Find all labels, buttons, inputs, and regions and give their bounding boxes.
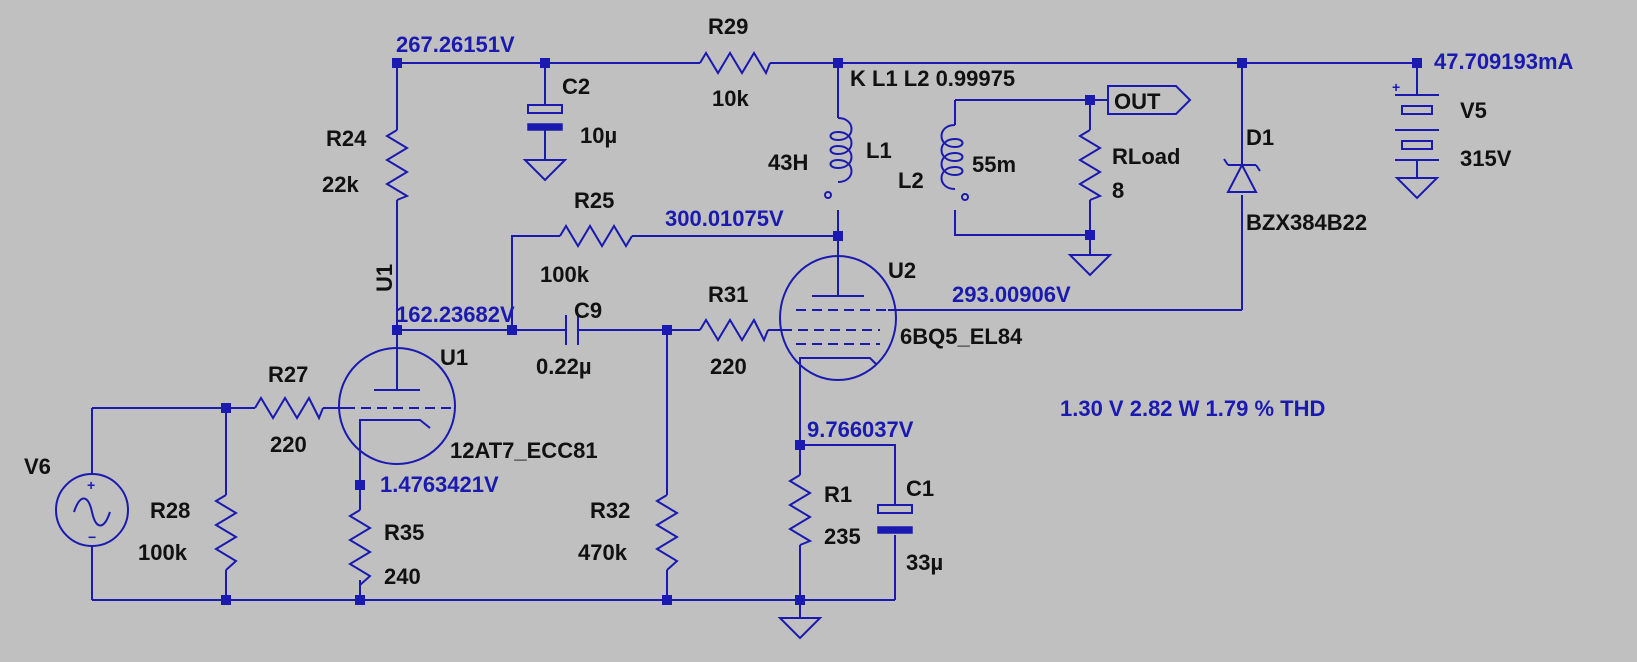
svg-text:+: + [87,477,95,493]
net-u2-screen-voltage: 293.00906V [952,282,1071,307]
u2-value: 6BQ5_EL84 [900,324,1023,349]
voltage-source-v6-symbol: + − [55,473,129,547]
r31-value: 220 [710,354,747,379]
resistor-rload-symbol [1078,129,1103,201]
c9-value: 0.22µ [536,354,592,379]
zener-d1-symbol [1223,158,1261,193]
summary-readout: 1.30 V 2.82 W 1.79 % THD [1060,396,1325,421]
r32-ref: R32 [590,498,630,523]
d1-value: BZX384B22 [1246,210,1367,235]
r31-ref: R31 [708,282,748,307]
net-u1-plate-voltage: 162.23682V [396,302,515,327]
resistor-r25-symbol [559,224,633,248]
r35-ref: R35 [384,520,424,545]
net-l1-bottom-voltage: 300.01075V [665,206,784,231]
resistor-r28-symbol [214,494,238,571]
inductor-l2-symbol [940,124,969,201]
r32-value: 470k [578,540,628,565]
wires [91,62,1418,618]
l1-value: 43H [768,150,808,175]
net-u1-cathode-voltage: 1.4763421V [380,472,499,497]
c1-ref: C1 [906,476,934,501]
resistor-r31-symbol [699,317,769,343]
capacitors [527,104,913,534]
svg-text:+: + [1392,79,1400,95]
l1-ref: L1 [866,138,892,163]
r29-ref: R29 [708,14,748,39]
r35-value: 240 [384,564,421,589]
r25-value: 100k [540,262,590,287]
tube-u1-symbol [338,330,456,465]
v6-ref: V6 [24,454,51,479]
d1-ref: D1 [1246,125,1274,150]
r1-value: 235 [824,524,861,549]
net-u2-cathode-voltage: 9.766037V [807,417,914,442]
out-port [1107,85,1192,115]
r1-ref: R1 [824,482,852,507]
r27-ref: R27 [268,362,308,387]
v5-ref: V5 [1460,98,1487,123]
c2-value: 10µ [580,123,617,148]
resistor-r35-symbol [348,509,372,586]
c9-ref: C9 [574,298,602,323]
c2-ref: C2 [562,74,590,99]
rload-ref: RLoad [1112,144,1180,169]
net-r24-top-voltage: 267.26151V [396,32,515,57]
inductor-l1-symbol [824,117,853,199]
capacitor-c9-symbol [565,315,579,345]
resistor-r29-symbol [699,51,771,76]
coupling-directive: K L1 L2 0.99975 [850,66,1015,91]
net-v5-current: 47.709193mA [1434,49,1574,74]
r24-ref: R24 [326,126,367,151]
u1-value: 12AT7_ECC81 [450,438,598,463]
battery-v5-symbol: + [1392,79,1439,161]
resistors [214,51,1103,586]
v5-value: 315V [1460,146,1512,171]
l2-ref: L2 [898,168,924,193]
resistor-r1-symbol [788,474,813,546]
r25-ref: R25 [574,188,614,213]
ground-symbols [522,159,1440,640]
r28-value: 100k [138,540,188,565]
r24-value: 22k [322,172,359,197]
u2-ref: U2 [888,258,916,283]
out-port-label: OUT [1114,89,1161,114]
r29-value: 10k [712,86,749,111]
rload-value: 8 [1112,178,1124,203]
resistor-r24-symbol [385,129,410,201]
r27-value: 220 [270,432,307,457]
u1-ref: U1 [440,345,468,370]
junctions [221,58,1422,605]
resistor-r32-symbol [655,494,679,571]
svg-text:−: − [88,529,96,545]
r28-ref: R28 [150,498,190,523]
c1-value: 33µ [906,550,943,575]
capacitor-c1-symbol [877,504,913,534]
u1-rotated-ref: U1 [372,264,397,292]
capacitor-c2-symbol [527,104,563,131]
tube-u2-symbol [779,255,897,381]
l2-value: 55m [972,152,1016,177]
resistor-r27-symbol [254,395,324,421]
